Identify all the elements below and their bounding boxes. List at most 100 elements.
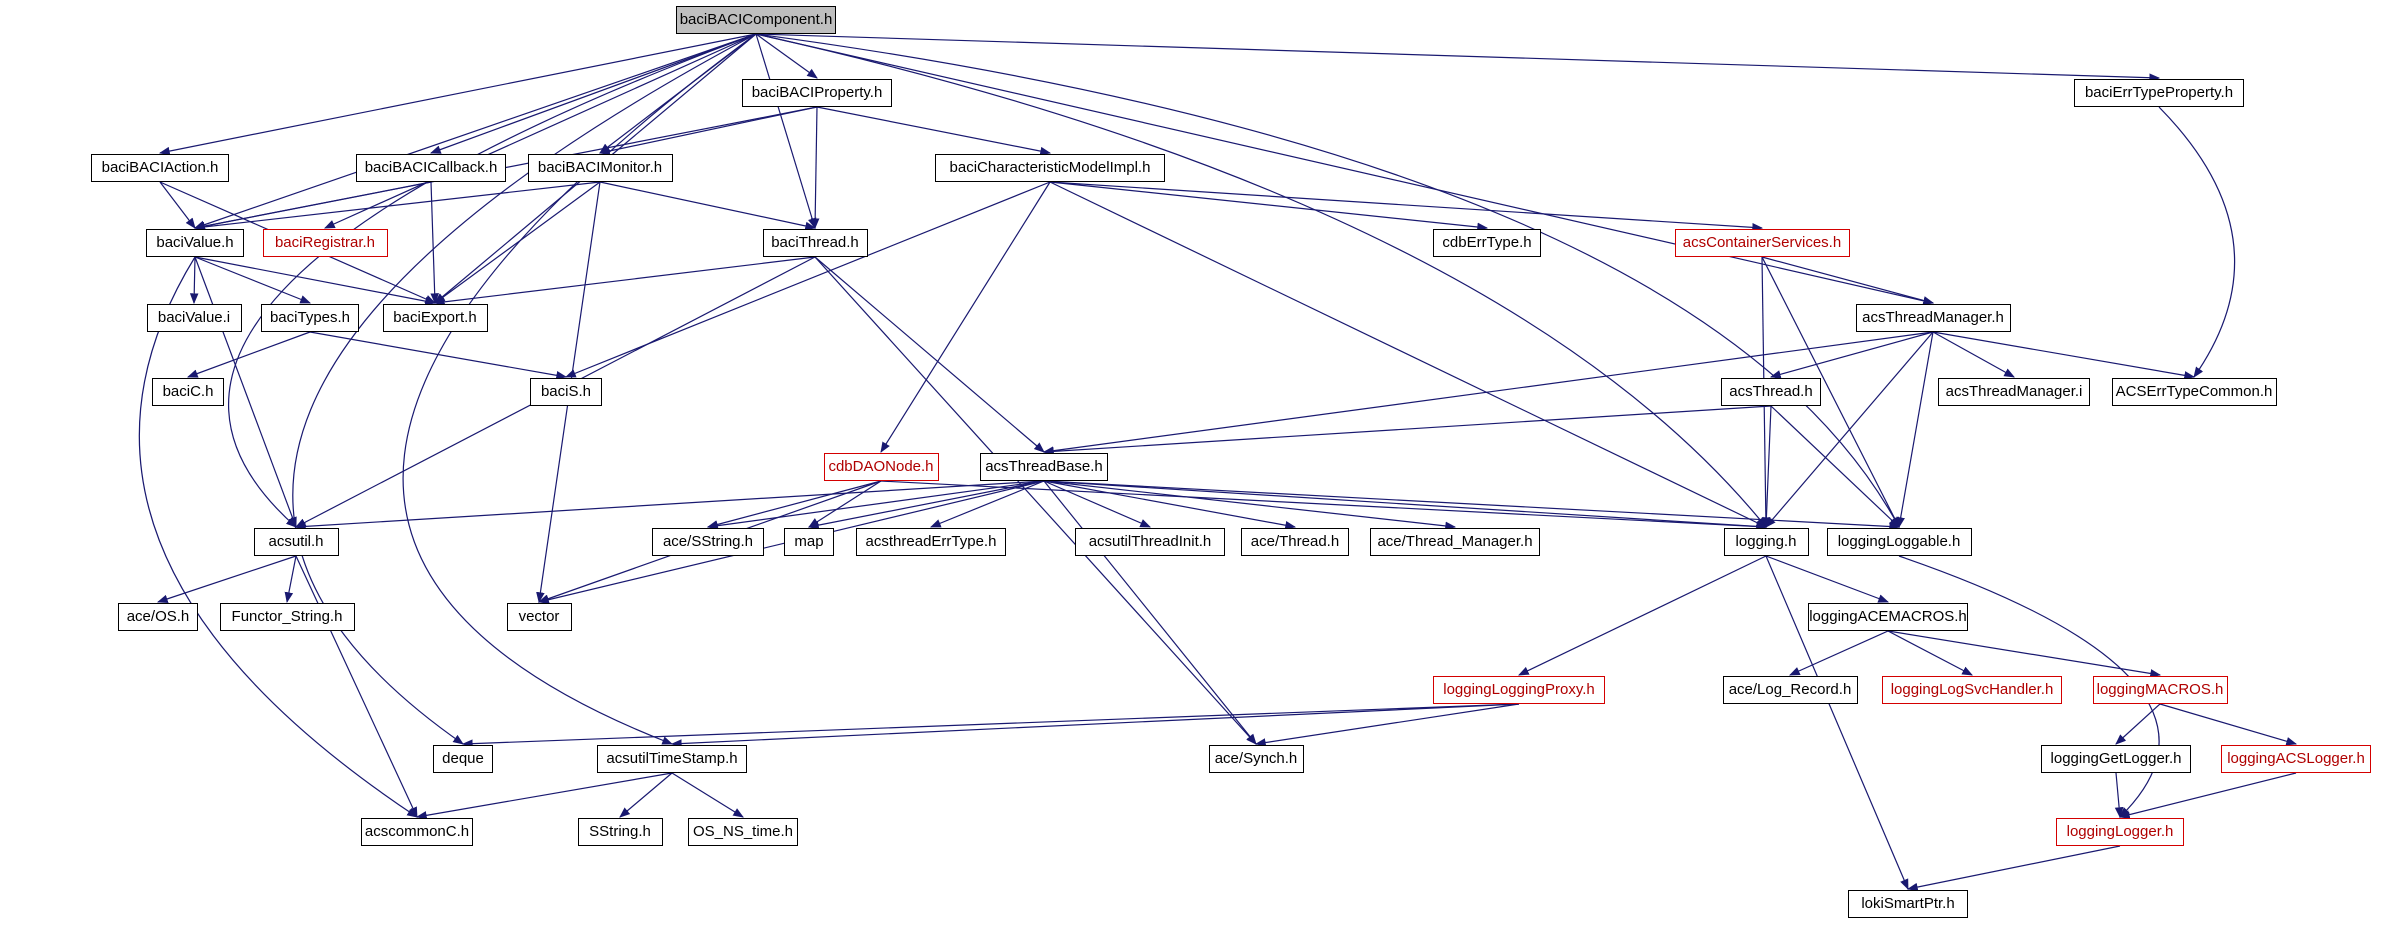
include-edge-daoNode-to-map — [808, 480, 882, 528]
include-edge-logger-to-loki — [1906, 845, 2121, 892]
graph-node-logRecord[interactable]: ace/Log_Record.h — [1722, 676, 1858, 704]
graph-node-aceThread[interactable]: ace/Thread.h — [1241, 528, 1349, 556]
graph-node-aceMacros[interactable]: loggingACEMACROS.h — [1808, 603, 1968, 631]
include-edge-aceMacros-to-logMacros — [1887, 630, 2162, 678]
graph-node-acsLogger[interactable]: loggingACSLogger.h — [2221, 745, 2371, 773]
graph-node-valueI[interactable]: baciValue.i — [146, 304, 242, 332]
graph-node-svcHandler[interactable]: loggingLogSvcHandler.h — [1882, 676, 2062, 704]
include-edge-monitor-to-thread — [599, 181, 817, 231]
graph-node-map[interactable]: map — [784, 528, 834, 556]
include-edge-prop-to-thread — [810, 106, 820, 230]
include-edge-acsThread-to-threadBase — [1042, 405, 1772, 456]
graph-node-aceOS[interactable]: ace/OS.h — [118, 603, 198, 631]
include-edge-threadBase-to-sstringAce — [706, 480, 1045, 530]
include-edge-action-to-value — [159, 181, 196, 229]
graph-node-callback[interactable]: baciBACICallback.h — [356, 154, 506, 182]
include-edge-charModel-to-baciS — [564, 181, 1051, 378]
include-edge-comp-to-prop — [755, 33, 818, 79]
graph-node-charModel[interactable]: baciCharacteristicModelImpl.h — [935, 154, 1165, 182]
graph-node-deque[interactable]: deque — [433, 745, 493, 773]
include-edge-value-to-valueI — [189, 256, 199, 305]
include-edge-daoNode-to-sstringAce — [706, 480, 882, 529]
include-edge-thread-to-aceSynch — [814, 256, 1257, 745]
graph-node-monitor[interactable]: baciBACIMonitor.h — [527, 154, 673, 182]
include-edge-acsThread-to-logging — [1762, 405, 1772, 529]
include-edge-charModel-to-contSvc — [1049, 181, 1764, 232]
graph-node-export[interactable]: baciExport.h — [382, 304, 488, 332]
include-edge-threadBase-to-threadInit — [1043, 480, 1151, 528]
include-edge-acsThread-to-loggable — [1770, 405, 1900, 528]
graph-node-value[interactable]: baciValue.h — [146, 229, 244, 257]
include-edge-charModel-to-logging — [1049, 181, 1767, 528]
include-edge-comp-to-acsutil — [228, 33, 757, 528]
include-edge-timeStamp-to-sstring — [619, 772, 673, 818]
include-edge-threadBase-to-aceThread — [1043, 480, 1297, 530]
include-edge-contSvc-to-threadMgr — [1761, 256, 1935, 305]
graph-node-aceSynch[interactable]: ace/Synch.h — [1208, 745, 1304, 773]
graph-node-logMacros[interactable]: loggingMACROS.h — [2092, 676, 2228, 704]
graph-node-getLogger[interactable]: loggingGetLogger.h — [2041, 745, 2191, 773]
include-edge-threadBase-to-logging — [1043, 480, 1768, 531]
graph-node-action[interactable]: baciBACIAction.h — [91, 154, 229, 182]
graph-node-errTypeProp[interactable]: baciErrTypeProperty.h — [2074, 79, 2244, 107]
graph-node-sstring[interactable]: SString.h — [577, 818, 663, 846]
graph-node-osNsTime[interactable]: OS_NS_time.h — [688, 818, 798, 846]
graph-node-threadMgr[interactable]: acsThreadManager.h — [1855, 304, 2011, 332]
graph-node-logProxy[interactable]: loggingLoggingProxy.h — [1433, 676, 1605, 704]
graph-node-registrar[interactable]: baciRegistrar.h — [262, 229, 388, 257]
include-edge-logging-to-loki — [1765, 555, 1909, 890]
graph-node-logger[interactable]: loggingLogger.h — [2056, 818, 2184, 846]
include-edge-errTypeProp-to-errCommon — [2158, 106, 2236, 378]
graph-node-functor[interactable]: Functor_String.h — [219, 603, 355, 631]
include-edge-acsutil-to-acscommon — [295, 555, 418, 818]
graph-node-thread[interactable]: baciThread.h — [762, 229, 868, 257]
graph-node-loggable[interactable]: loggingLoggable.h — [1826, 528, 1972, 556]
graph-node-logging[interactable]: logging.h — [1723, 528, 1809, 556]
graph-node-loki[interactable]: lokiSmartPtr.h — [1848, 890, 1968, 918]
graph-node-comp[interactable]: baciBACIComponent.h — [676, 6, 836, 34]
include-edge-prop-to-monitor — [598, 106, 818, 156]
include-edge-threadBase-to-loggable — [1043, 480, 1901, 531]
include-edge-logProxy-to-aceSynch — [1254, 703, 1520, 747]
graph-node-acsThread[interactable]: acsThread.h — [1721, 378, 1821, 406]
graph-node-contSvc[interactable]: acsContainerServices.h — [1674, 229, 1850, 257]
graph-node-threadMgrI[interactable]: acsThreadManager.i — [1938, 378, 2090, 406]
include-edge-threadMgr-to-acsThread — [1769, 331, 1934, 379]
graph-node-aceThreadMgr[interactable]: ace/Thread_Manager.h — [1370, 528, 1540, 556]
include-edge-threadBase-to-aceSynch — [1043, 480, 1257, 745]
include-edge-charModel-to-cdbErr — [1049, 181, 1489, 232]
graph-node-errCommon[interactable]: ACSErrTypeCommon.h — [2111, 378, 2277, 406]
include-edge-prop-to-charModel — [816, 106, 1052, 156]
graph-node-daoNode[interactable]: cdbDAONode.h — [823, 453, 939, 481]
include-edge-getLogger-to-logger — [2114, 772, 2124, 819]
include-edge-aceMacros-to-svcHandler — [1887, 630, 1973, 676]
include-edge-threadMgr-to-loggable — [1896, 331, 1934, 529]
graph-node-baciC[interactable]: baciC.h — [152, 378, 224, 406]
include-edge-threadBase-to-acsutil — [294, 480, 1045, 531]
graph-node-prop[interactable]: baciBACIProperty.h — [742, 79, 892, 107]
graph-node-baciS[interactable]: baciS.h — [530, 378, 602, 406]
include-edge-value-to-export — [194, 256, 437, 306]
include-edge-logProxy-to-deque — [461, 703, 1520, 748]
include-edge-threadMgr-to-logging — [1765, 331, 1934, 528]
graph-node-acsutil[interactable]: acsutil.h — [253, 528, 339, 556]
graph-node-threadErr[interactable]: acsthreadErrType.h — [856, 528, 1006, 556]
include-edge-charModel-to-daoNode — [880, 181, 1051, 453]
include-edge-comp-to-value — [193, 33, 757, 229]
graph-node-sstringAce[interactable]: ace/SString.h — [652, 528, 764, 556]
graph-node-types[interactable]: baciTypes.h — [261, 304, 359, 332]
graph-node-threadBase[interactable]: acsThreadBase.h — [980, 453, 1108, 481]
include-edge-value-to-acsutil — [194, 256, 297, 529]
include-edge-logProxy-to-timeStamp — [670, 703, 1520, 748]
graph-node-vector[interactable]: vector — [506, 603, 572, 631]
include-edge-types-to-baciC — [186, 331, 311, 378]
graph-node-acscommon[interactable]: acscommonC.h — [361, 818, 473, 846]
include-edge-threadMgr-to-threadMgrI — [1932, 331, 2015, 378]
graph-node-cdbErr[interactable]: cdbErrType.h — [1433, 229, 1541, 257]
graph-node-timeStamp[interactable]: acsutilTimeStamp.h — [597, 745, 747, 773]
graph-node-threadInit[interactable]: acsutilThreadInit.h — [1075, 528, 1225, 556]
include-edge-logging-to-logProxy — [1518, 555, 1767, 676]
include-edge-comp-to-registrar — [324, 33, 757, 229]
